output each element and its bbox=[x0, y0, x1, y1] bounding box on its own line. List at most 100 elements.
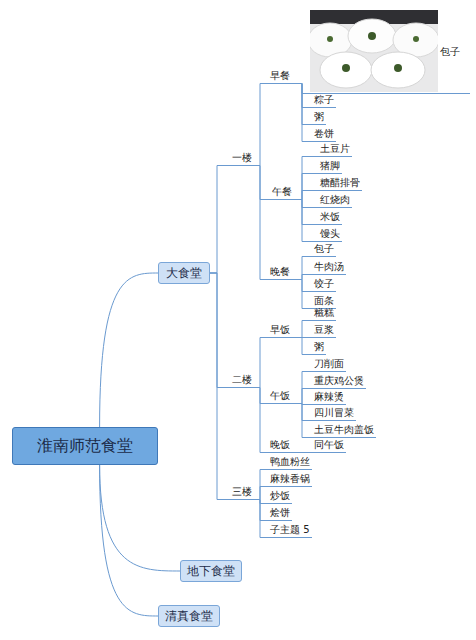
sub-topic: 四川冒菜 bbox=[312, 406, 356, 421]
branch-line bbox=[294, 200, 318, 225]
image-topic: 包子 bbox=[310, 10, 470, 94]
branch-line bbox=[254, 487, 268, 500]
topic-label: 晚餐 bbox=[270, 266, 290, 277]
topic-label: 大食堂 bbox=[166, 265, 202, 282]
branch-line bbox=[100, 465, 158, 616]
sub-topic: 三楼 bbox=[230, 485, 254, 500]
sub-topic: 同午饭 bbox=[312, 438, 346, 453]
sub-topic: 晚饭 bbox=[268, 438, 292, 453]
sub-topic: 猪脚 bbox=[318, 159, 342, 174]
topic-label: 包子 bbox=[314, 243, 334, 254]
branch-line bbox=[254, 166, 268, 280]
main-topic: 大食堂 bbox=[158, 262, 210, 284]
topic-label: 糖醋排骨 bbox=[320, 177, 360, 188]
topic-label: 豆浆 bbox=[314, 324, 334, 335]
branch-line bbox=[254, 470, 268, 500]
sub-topic: 重庆鸡公煲 bbox=[312, 374, 366, 389]
sub-topic: 炒饭 bbox=[268, 489, 292, 504]
branch-line bbox=[292, 338, 312, 355]
topic-label: 四川冒菜 bbox=[314, 407, 354, 418]
topic-label: 牛肉汤 bbox=[314, 261, 344, 272]
topic-label: 粥 bbox=[314, 111, 324, 122]
bun-photo bbox=[310, 10, 438, 92]
branch-line bbox=[292, 280, 312, 309]
topic-label: 猪脚 bbox=[320, 160, 340, 171]
sub-topic: 粥 bbox=[312, 110, 326, 125]
topic-label: 淮南师范食堂 bbox=[37, 436, 133, 457]
sub-topic: 二楼 bbox=[230, 373, 254, 388]
topic-label: 二楼 bbox=[232, 374, 252, 385]
sub-topic: 土豆片 bbox=[318, 142, 352, 157]
topic-label: 晚饭 bbox=[270, 439, 290, 450]
branch-line bbox=[292, 389, 312, 404]
branch-line bbox=[210, 273, 230, 388]
sub-topic: 晚餐 bbox=[268, 265, 292, 280]
topic-label: 面条 bbox=[314, 295, 334, 306]
topic-label: 卷饼 bbox=[314, 128, 334, 139]
root-topic: 淮南师范食堂 bbox=[12, 427, 158, 465]
branch-line bbox=[100, 465, 180, 571]
topic-label: 刀削面 bbox=[314, 358, 344, 369]
sub-topic: 面条 bbox=[312, 294, 336, 309]
sub-topic: 麻辣香锅 bbox=[268, 472, 312, 487]
sub-topic: 馒头 bbox=[318, 227, 342, 242]
topic-label: 糍糕 bbox=[314, 307, 334, 318]
topic-label: 子主题 5 bbox=[270, 524, 310, 535]
topic-label: 午餐 bbox=[272, 186, 292, 197]
branch-line bbox=[292, 321, 312, 338]
branch-line bbox=[254, 84, 268, 166]
sub-topic: 牛肉汤 bbox=[312, 260, 346, 275]
sub-topic: 子主题 5 bbox=[268, 523, 312, 538]
branch-line bbox=[294, 191, 318, 200]
branch-line bbox=[210, 166, 230, 274]
sub-topic: 午餐 bbox=[270, 185, 294, 200]
sub-topic: 土豆牛肉盖饭 bbox=[312, 423, 376, 438]
sub-topic: 饺子 bbox=[312, 277, 336, 292]
topic-label: 麻辣香锅 bbox=[270, 473, 310, 484]
sub-topic: 早餐 bbox=[268, 69, 292, 84]
sub-topic: 卷饼 bbox=[312, 127, 336, 142]
branch-line bbox=[254, 338, 268, 388]
topic-label: 一楼 bbox=[232, 152, 252, 163]
topic-label: 烩饼 bbox=[270, 507, 290, 518]
sub-topic: 粥 bbox=[312, 340, 326, 355]
topic-label: 麻辣烫 bbox=[314, 391, 344, 402]
branch-line bbox=[254, 500, 268, 521]
branch-line bbox=[254, 500, 268, 538]
topic-label: 早饭 bbox=[270, 324, 290, 335]
sub-topic: 红烧肉 bbox=[318, 193, 352, 208]
branch-line bbox=[254, 388, 268, 404]
branch-line bbox=[292, 372, 312, 404]
main-topic: 地下食堂 bbox=[180, 560, 242, 582]
topic-label: 清真食堂 bbox=[165, 608, 213, 625]
sub-topic: 糍糕 bbox=[312, 306, 336, 321]
branch-line bbox=[210, 273, 230, 500]
sub-topic: 烩饼 bbox=[268, 506, 292, 521]
branch-line bbox=[292, 257, 312, 280]
sub-topic: 包子 bbox=[312, 242, 336, 257]
branch-line bbox=[294, 174, 318, 200]
sub-topic: 粽子 bbox=[312, 93, 336, 108]
topic-label: 炒饭 bbox=[270, 490, 290, 501]
branch-line bbox=[254, 166, 270, 200]
topic-label: 早餐 bbox=[270, 70, 290, 81]
topic-label: 粽子 bbox=[314, 94, 334, 105]
branch-line bbox=[100, 273, 158, 427]
sub-topic: 一楼 bbox=[230, 151, 254, 166]
branch-line bbox=[292, 452, 312, 453]
topic-label: 土豆片 bbox=[320, 143, 350, 154]
sub-topic: 午饭 bbox=[268, 389, 292, 404]
topic-label: 馒头 bbox=[320, 228, 340, 239]
topic-label: 午饭 bbox=[270, 390, 290, 401]
topic-label: 米饭 bbox=[320, 211, 340, 222]
main-topic: 清真食堂 bbox=[158, 605, 220, 627]
branch-line bbox=[294, 200, 318, 242]
branch-line bbox=[294, 200, 318, 208]
topic-label: 三楼 bbox=[232, 486, 252, 497]
topic-label: 包子 bbox=[440, 45, 460, 59]
topic-label: 土豆牛肉盖饭 bbox=[314, 424, 374, 435]
branch-line bbox=[292, 404, 312, 438]
sub-topic: 鸭血粉丝 bbox=[268, 455, 312, 470]
